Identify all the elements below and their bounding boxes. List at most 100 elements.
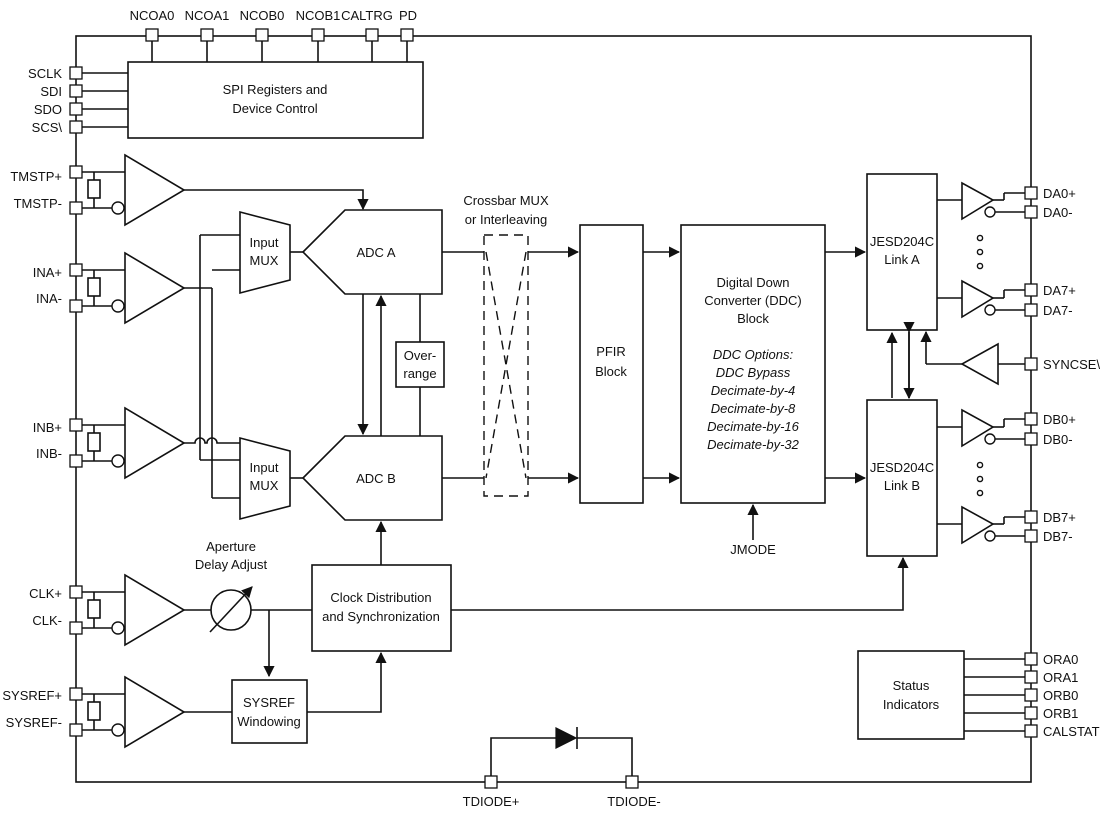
spi-pins: SCLK SDI SDO SCS\ [28,66,128,135]
pin-ina-n [69,299,83,313]
label-tmstp-n: TMSTP- [14,196,62,211]
sysref-receiver: SYSREF+ SYSREF- [2,675,186,749]
diode-icon [555,727,578,749]
clock-line2: and Synchronization [322,609,440,624]
label-inb-n: INB- [36,446,62,461]
label-inb-p: INB+ [33,420,62,435]
pin-ina-p [69,263,83,277]
adc-a-label: ADC A [356,245,395,260]
adc-b-label: ADC B [356,471,396,486]
pin-tdiode-n [625,775,639,789]
status-line1: Status [893,678,930,693]
temperature-diode: TDIODE+ TDIODE- [463,727,661,809]
label-orb1: ORB1 [1043,706,1078,721]
pin-ncoa0 [145,28,159,42]
crossbar-mux [483,234,529,497]
mux-b-line2: MUX [250,478,279,493]
spi-block-line2: Device Control [232,101,317,116]
ddc-option-4: Decimate-by-16 [707,419,800,434]
pin-da7-n [1024,303,1038,317]
ddc-option-1: DDC Bypass [716,365,791,380]
label-jmode: JMODE [730,542,776,557]
label-clk-p: CLK+ [29,586,62,601]
label-orb0: ORB0 [1043,688,1078,703]
syncse-receiver: SYNCSE\ [920,330,1100,386]
label-ncob1: NCOB1 [296,8,341,23]
pin-ncoa1 [200,28,214,42]
spi-block-line1: SPI Registers and [223,82,328,97]
label-db7-p: DB7+ [1043,510,1076,525]
overrange-line1: Over- [404,348,437,363]
pin-db7-n [1024,529,1038,543]
da-drivers: DA0+ DA0- DA7+ DA7- [937,181,1076,319]
aperture-line1: Aperture [206,539,256,554]
mux-a-line1: Input [250,235,279,250]
pin-inb-n [69,454,83,468]
pin-sysref-n [69,723,83,737]
status-indicators-block [857,650,965,740]
label-tmstp-p: TMSTP+ [10,169,62,184]
label-ncob0: NCOB0 [240,8,285,23]
label-tdiode-p: TDIODE+ [463,794,520,809]
label-da0-n: DA0- [1043,205,1073,220]
sysref-win-line1: SYSREF [243,695,295,710]
jesd204c-link-b [866,399,938,557]
tmstp-receiver: TMSTP+ TMSTP- [10,153,186,227]
pin-calstat [1024,724,1038,738]
aperture-adjust-arrow [209,586,253,633]
label-syncse: SYNCSE\ [1043,357,1100,372]
label-ncoa1: NCOA1 [185,8,230,23]
input-mux-a [239,210,291,295]
pin-sdi [69,84,83,98]
pin-sysref-p [69,687,83,701]
jesd-b-line2: Link B [884,478,920,493]
label-ora0: ORA0 [1043,652,1078,667]
jesd-a-line1: JESD204C [870,234,934,249]
pin-db0-n [1024,432,1038,446]
crossbar-label-line1: Crossbar MUX [463,193,549,208]
pin-syncse [1024,357,1038,371]
label-tdiode-n: TDIODE- [607,794,660,809]
ddc-option-2: Decimate-by-4 [711,383,796,398]
pin-tmstp-p [69,165,83,179]
overrange-line2: range [403,366,436,381]
input-mux-b [239,436,291,521]
clk-receiver: CLK+ CLK- [29,573,186,647]
input-routing [184,234,240,499]
pin-sdo [69,102,83,116]
pin-orb1 [1024,706,1038,720]
pin-sclk [69,66,83,80]
label-sysref-p: SYSREF+ [2,688,62,703]
label-da7-p: DA7+ [1043,283,1076,298]
label-db7-n: DB7- [1043,529,1073,544]
clock-to-jesd-arrow [451,556,909,611]
pin-pd [400,28,414,42]
ddc-title-line2: Converter (DDC) [704,293,802,308]
label-ina-n: INA- [36,291,62,306]
jesd-a-line2: Link A [884,252,920,267]
label-caltrg: CALTRG [341,8,393,23]
tmstp-path [184,189,369,211]
aperture-line2: Delay Adjust [195,557,268,572]
mux-a-line2: MUX [250,253,279,268]
pfir-line1: PFIR [596,344,626,359]
chip-outline [75,35,1032,783]
label-calstat: CALSTAT [1043,724,1100,739]
pin-caltrg [365,28,379,42]
clock-line1: Clock Distribution [330,590,431,605]
label-sysref-n: SYSREF- [6,715,62,730]
pin-ora0 [1024,652,1038,666]
label-sclk: SCLK [28,66,62,81]
sysref-to-clock-arrow [307,651,387,713]
pin-db0-p [1024,412,1038,426]
status-pins: ORA0 ORA1 ORB0 ORB1 CALSTAT [964,652,1100,739]
pin-scs [69,120,83,134]
pin-inb-p [69,418,83,432]
pin-clk-p [69,585,83,599]
ddc-option-3: Decimate-by-8 [711,401,796,416]
label-pd: PD [399,8,417,23]
label-sdi: SDI [40,84,62,99]
label-da7-n: DA7- [1043,303,1073,318]
pin-orb0 [1024,688,1038,702]
